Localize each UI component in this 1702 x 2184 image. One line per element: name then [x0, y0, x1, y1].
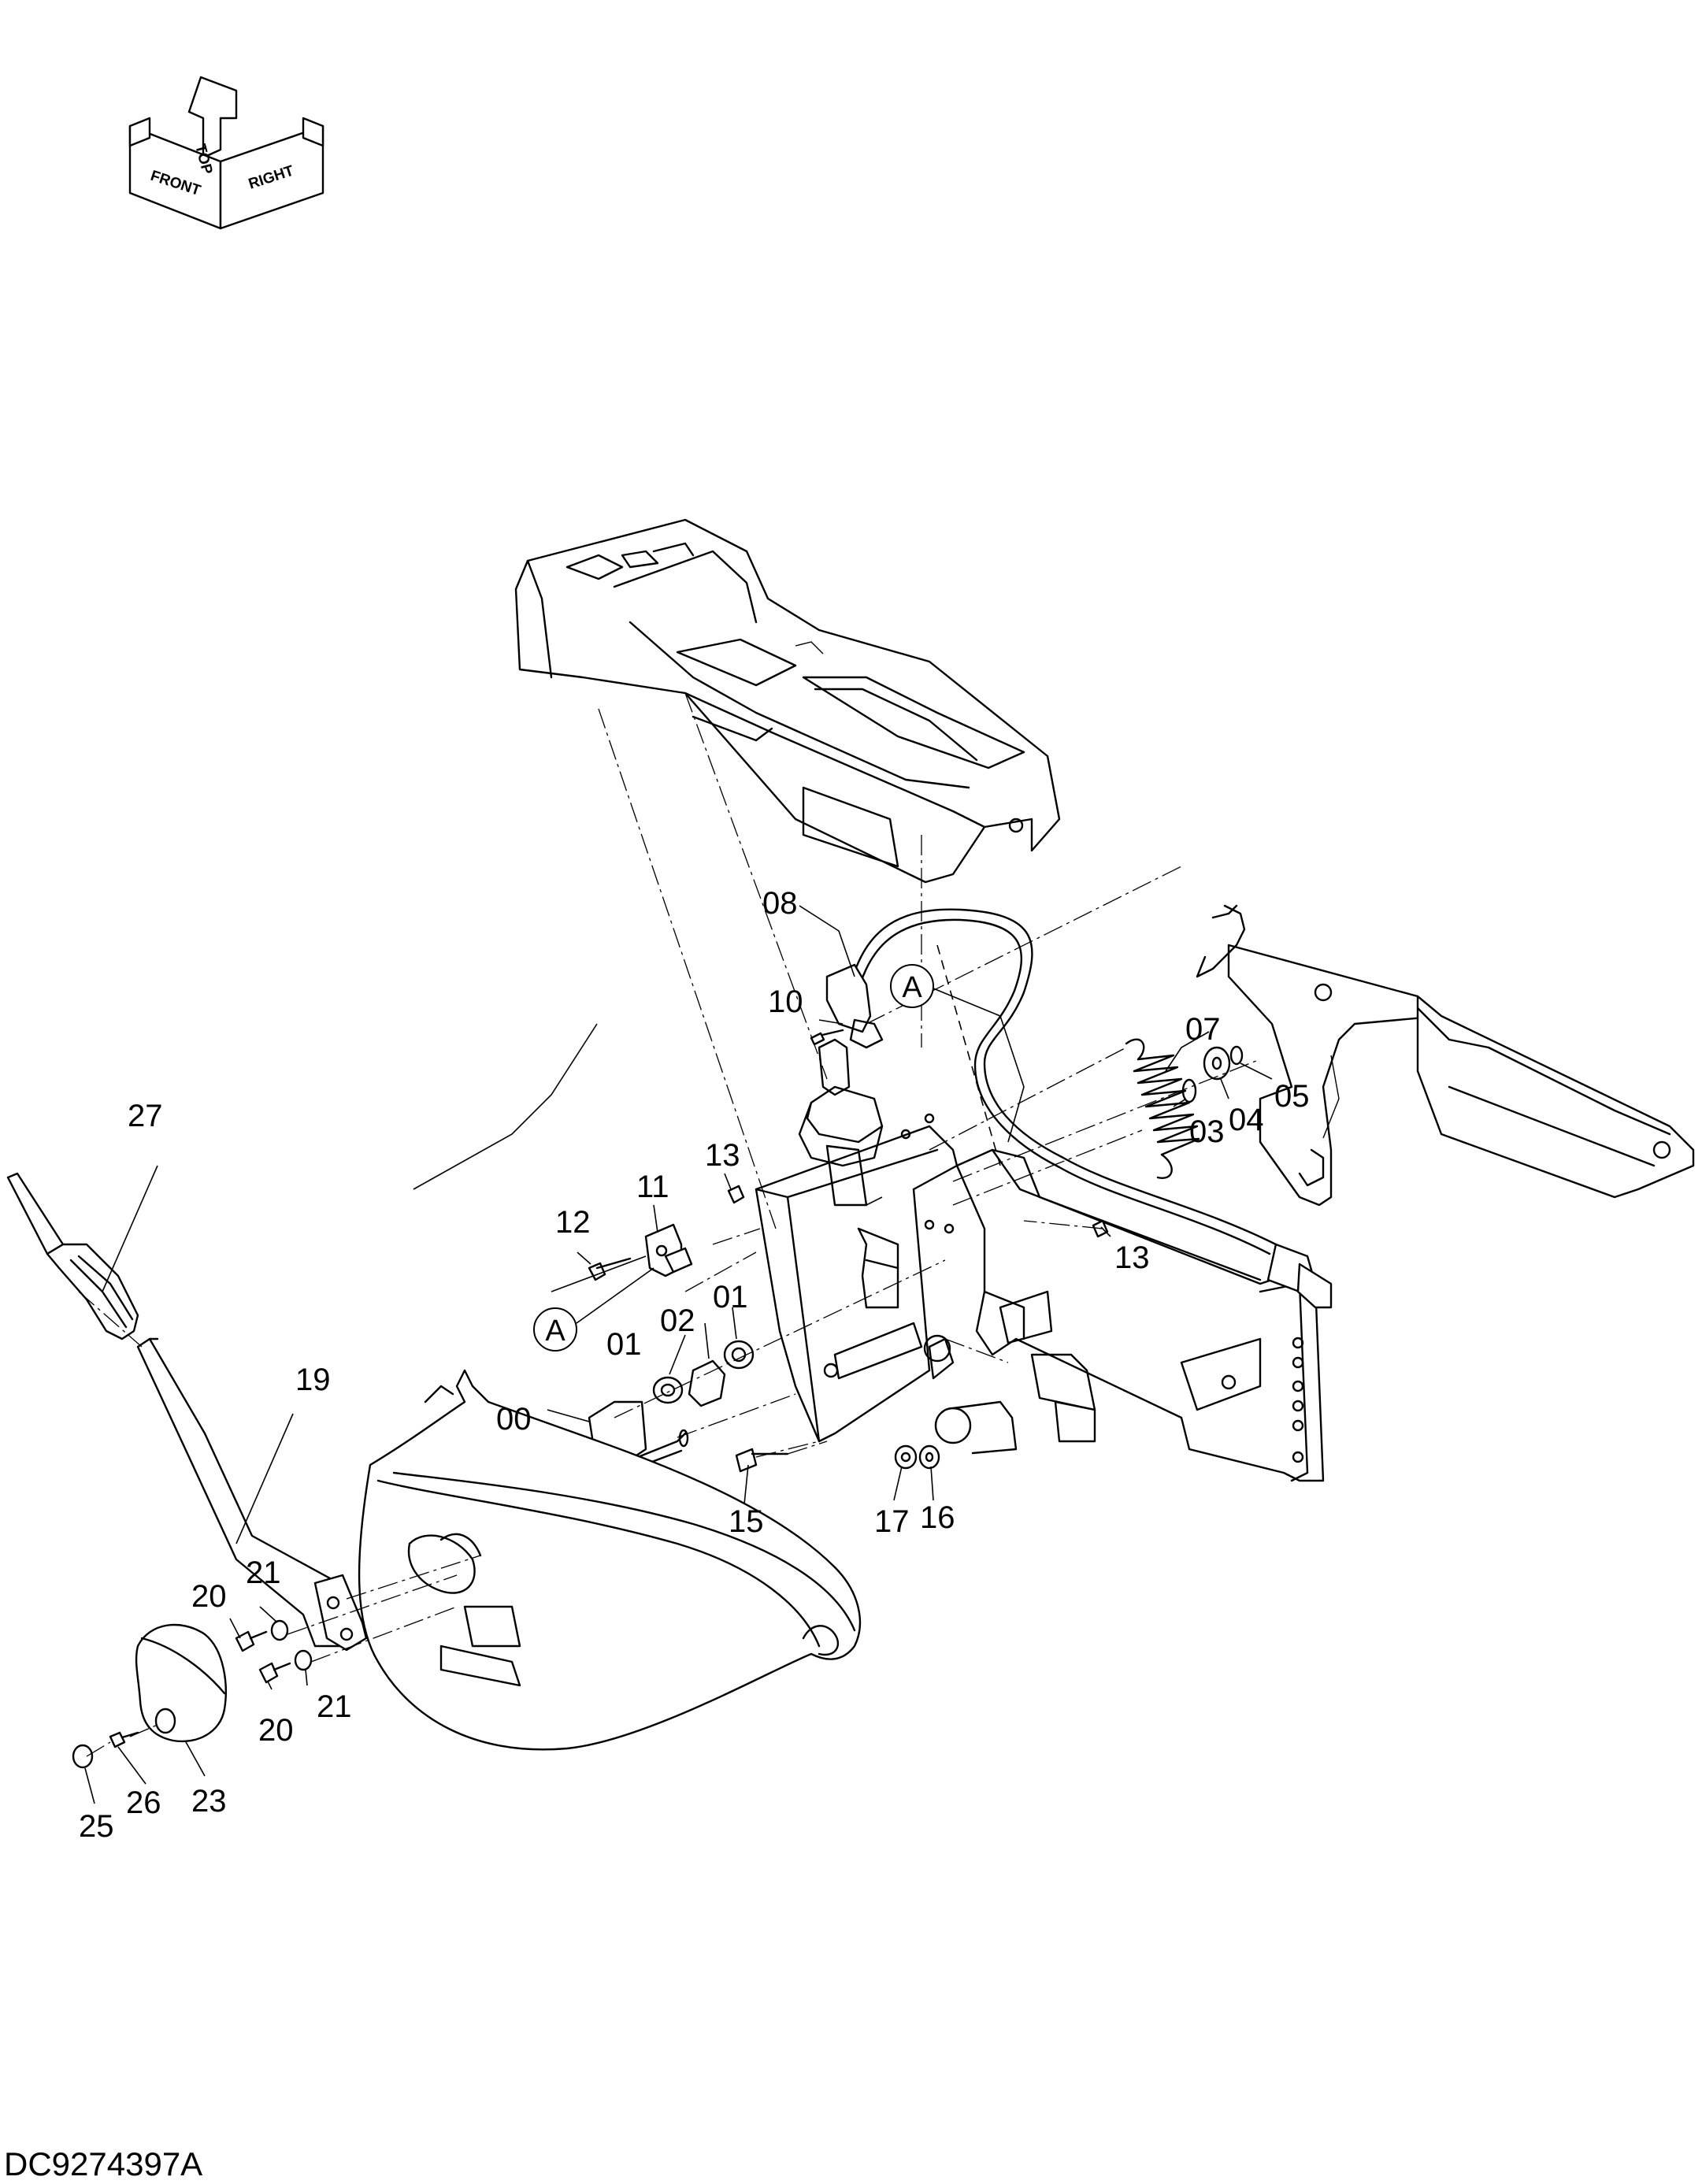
label-01-right: 01 — [713, 1280, 748, 1314]
label-11: 11 — [636, 1170, 669, 1204]
side-cover — [358, 1369, 861, 1751]
washer-21-lower — [294, 1649, 313, 1671]
label-01-left: 01 — [606, 1327, 642, 1362]
label-15: 15 — [729, 1504, 764, 1539]
pivot-cover-knob — [135, 1623, 227, 1743]
washer-04 — [1203, 1046, 1231, 1081]
label-00: 00 — [496, 1402, 532, 1437]
label-21-upper: 21 — [246, 1555, 281, 1590]
label-08: 08 — [762, 886, 798, 921]
orientation-icon: TOP FRONT RIGHT — [128, 76, 324, 230]
bushing-01-right — [723, 1340, 755, 1370]
label-03: 03 — [1189, 1114, 1225, 1149]
washer-05 — [1229, 1045, 1244, 1066]
callout-a-lower-label: A — [545, 1314, 565, 1348]
collar-02 — [688, 1359, 726, 1407]
label-12: 12 — [555, 1205, 591, 1240]
leader-lines — [84, 905, 1273, 1804]
callout-a-upper-label: A — [902, 971, 922, 1004]
part-number-labels: 08 10 07 03 04 05 13 13 11 12 01 02 01 0… — [79, 886, 1310, 1844]
bushing-01-left — [652, 1376, 684, 1404]
control-lever — [136, 1337, 368, 1652]
return-spring — [1125, 1038, 1200, 1179]
callout-a-upper-leader — [933, 988, 1025, 1143]
washer-21-upper — [270, 1619, 289, 1641]
label-20-lower: 20 — [258, 1713, 294, 1748]
label-23: 23 — [191, 1784, 227, 1819]
base-bracket — [955, 1148, 1325, 1482]
bolt-20-lower — [258, 1662, 291, 1684]
side-bracket-armrest — [1196, 904, 1695, 1207]
label-26: 26 — [126, 1785, 161, 1820]
label-02: 02 — [660, 1303, 695, 1338]
document-id: DC9274397A — [4, 2145, 202, 2182]
screw-13-upper — [727, 1185, 745, 1204]
callout-a-upper: A — [890, 964, 934, 1008]
label-05: 05 — [1274, 1079, 1310, 1114]
screw-26 — [109, 1731, 139, 1748]
switch-bracket — [644, 1223, 693, 1277]
label-20-upper: 20 — [191, 1579, 227, 1614]
callout-a-lower-leader — [576, 1267, 654, 1324]
label-17: 17 — [874, 1504, 910, 1539]
washer-17 — [894, 1444, 918, 1470]
lever-mount-plate — [755, 1038, 1018, 1455]
label-16: 16 — [920, 1500, 955, 1535]
callout-a-lower: A — [533, 1307, 577, 1352]
pin-15 — [735, 1448, 789, 1473]
washer-03 — [1181, 1078, 1197, 1103]
bolt-20-upper — [235, 1630, 268, 1652]
console-cover — [514, 518, 1061, 884]
label-13-upper: 13 — [705, 1138, 740, 1173]
label-13-lower: 13 — [1114, 1240, 1150, 1275]
wire-connector-clip — [810, 963, 884, 1049]
wire-harness — [845, 908, 1333, 1309]
cap-25 — [72, 1744, 94, 1769]
nut-16 — [918, 1444, 940, 1470]
label-10: 10 — [768, 984, 803, 1019]
label-25: 25 — [79, 1809, 114, 1844]
label-19: 19 — [295, 1363, 331, 1397]
label-21-lower: 21 — [317, 1689, 352, 1724]
label-07: 07 — [1185, 1012, 1221, 1047]
assembly-centerlines — [78, 692, 1261, 1757]
label-27: 27 — [128, 1099, 163, 1133]
label-04: 04 — [1229, 1103, 1264, 1137]
